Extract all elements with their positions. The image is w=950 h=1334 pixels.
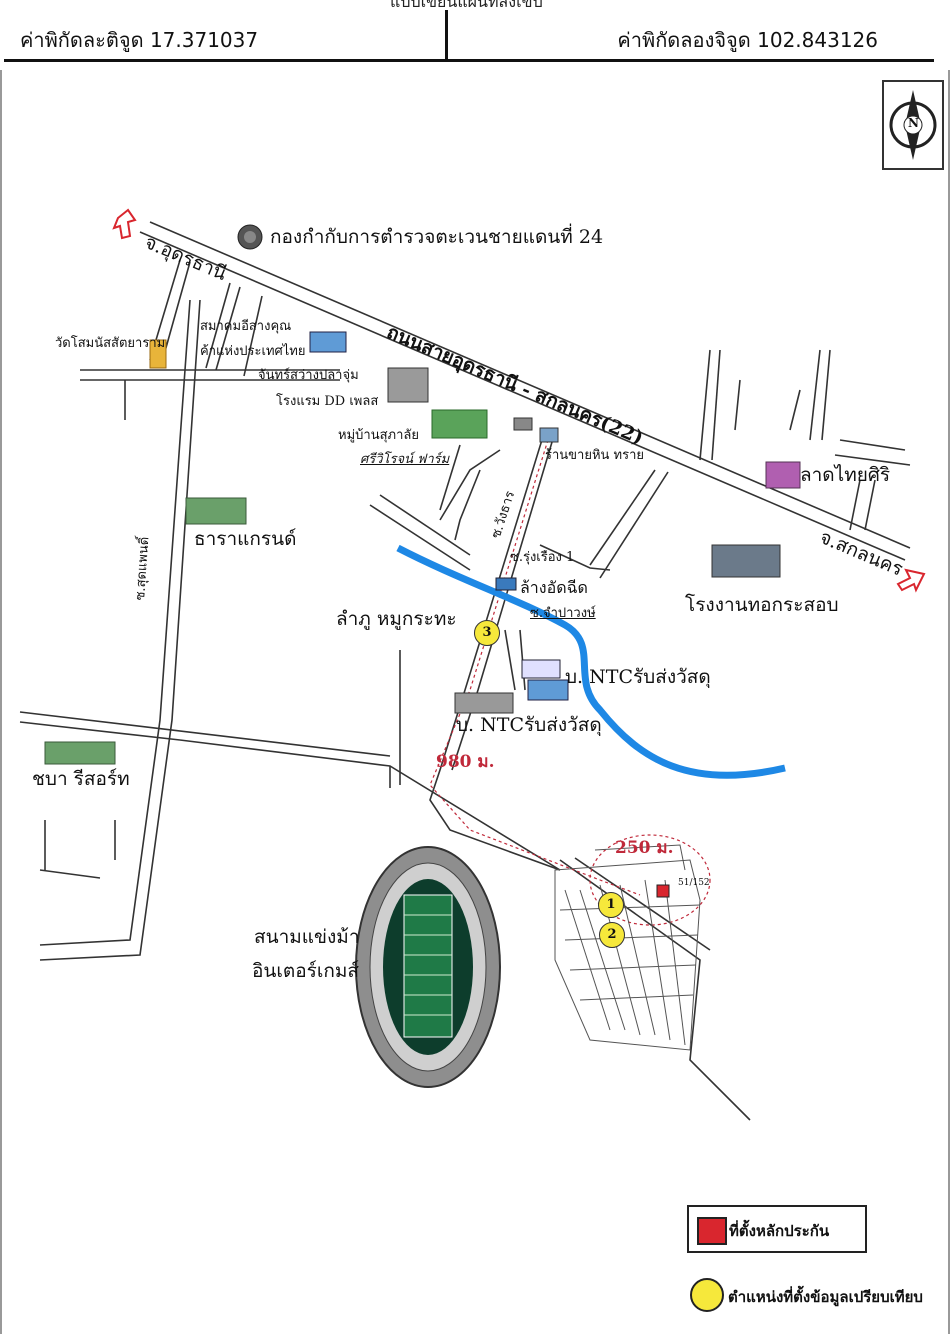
race-course-label-2: อินเตอร์เกมส์ [252,960,359,982]
subdivision [554,844,701,1051]
highway-line-b [149,221,911,549]
road-network [19,221,911,1121]
comparison-dot-icon [690,1278,724,1312]
comparison-pin-3: 3 [474,620,500,646]
landmark-icons [44,224,801,765]
plot-number-label: 51/152 [678,878,710,888]
map-title-cut: แบบเขียนแผนที่สังเขป [390,0,543,11]
association-label-1: สมาคมอีสางคุณ [200,319,292,334]
sand-shop-label: ร้านขายหิน ทราย [545,448,645,463]
route-dashed [429,439,711,926]
border-patrol-label: กองกำกับการตำรวจตะเวนชายแดนที่ 24 [270,226,604,248]
longitude-label: ค่าพิกัดลองจิจูด 102.843126 [617,28,878,52]
ntc-label-2: บ. NTCรับส่งวัสดุ [456,714,602,736]
race-course [355,846,501,1088]
north-arrow: N [882,80,944,170]
collateral-marker [656,884,670,898]
race-course-label-1: สนามแข่งม้า [254,926,360,948]
factory-label: โรงงานทอกระสอบ [685,594,839,616]
north-letter: N [908,116,919,130]
distance-980-label: 980 ม. [436,752,495,772]
soi-rungrueang-label: ซ.รุ่งเรือง 1 [510,550,575,565]
hotel-label: โรงแรม DD เพลส [276,394,379,409]
header-rule [4,59,934,62]
latitude-label: ค่าพิกัดละติจูด 17.371037 [20,28,259,52]
map-canvas [19,208,926,1121]
restaurant-label: จันทร์สว่างปลาจุ่ม [258,368,359,383]
ntc-label-1: บ. NTCรับส่งวัสดุ [565,666,711,688]
village-label: หมู่บ้านสุภาลัย [338,428,419,443]
legend-comparison-text: ตำแหน่งที่ตั้งข้อมูลเปรียบเทียบ [728,1288,923,1306]
comparison-pin-2: 2 [599,922,625,948]
udon-arrow [112,208,137,240]
collateral-swatch-icon [697,1217,727,1245]
lamphu-label: ลำภู หมูกระทะ [336,608,457,630]
association-label-2: ค้าแห่งประเทศไทย [200,344,306,359]
soi-left-label: ซ.สุดแพนดิ์ [133,536,153,601]
lad-thai-label: ลาดไทยศิริ [800,464,891,486]
legend-collateral: ที่ตั้งหลักประกัน [687,1205,867,1253]
soi-champa-label: ซ.จำปาวงษ์ [530,606,596,621]
river [396,544,786,779]
legend-collateral-text: ที่ตั้งหลักประกัน [729,1222,830,1240]
car-wash-label: ล้างอัดฉีด [520,578,588,597]
farm-label: ศรีวิโรจน์ ฟาร์ม [360,452,450,467]
map-header: แบบเขียนแผนที่สังเขป ค่าพิกัดละติจูด 17.… [0,0,950,64]
compass-icon [889,90,937,160]
comparison-pin-1: 1 [598,892,624,918]
highway-line-a [139,231,906,561]
chaba-resort-label: ชบา รีสอร์ท [32,768,130,790]
frame-right [948,70,950,1334]
frame-left [0,70,2,1334]
tara-grand-label: ธาราแกรนด์ [194,528,297,550]
header-divider [445,10,448,60]
wat-label: วัดโสมนัสสัตยาราม [55,336,166,351]
sakon-arrow [896,568,926,593]
distance-250-label: 250 ม. [615,838,674,858]
